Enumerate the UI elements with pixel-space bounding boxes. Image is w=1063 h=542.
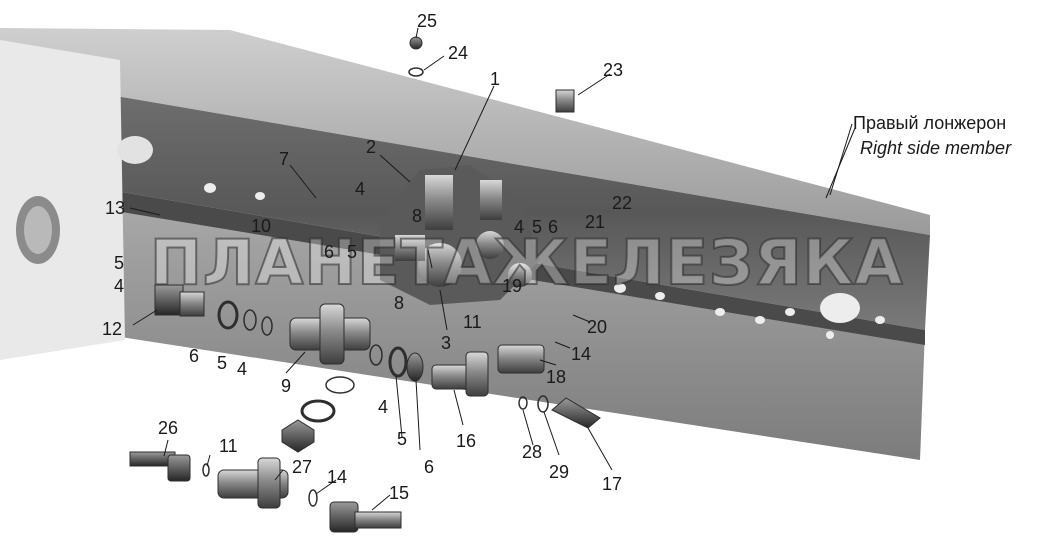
caption-leader (829, 123, 853, 196)
callout-28: 28 (522, 442, 543, 462)
callout-15: 15 (389, 483, 410, 503)
callout-9: 9 (281, 376, 292, 396)
callout-5e: 5 (347, 242, 358, 262)
callout-22: 22 (612, 193, 633, 213)
callout-18: 18 (546, 367, 567, 387)
callout-11a: 11 (463, 312, 482, 332)
valve-assembly (380, 165, 540, 305)
callout-11b: 11 (219, 436, 238, 456)
callout-14b: 14 (327, 467, 348, 487)
callout-26: 26 (158, 418, 179, 438)
callout-2: 2 (366, 137, 377, 157)
callout-3: 3 (441, 333, 452, 353)
callout-1: 1 (490, 69, 501, 89)
callout-7: 7 (279, 149, 290, 169)
callout-8b: 8 (412, 206, 423, 226)
callout-5b: 5 (217, 353, 228, 373)
callout-4a: 4 (355, 179, 366, 199)
callout-4c: 4 (237, 359, 248, 379)
callout-27: 27 (292, 457, 313, 477)
callout-4e: 4 (514, 217, 525, 237)
callout-29: 29 (549, 462, 570, 482)
callout-6a: 6 (189, 346, 200, 366)
callout-5a: 5 (114, 253, 125, 273)
callout-13: 13 (105, 198, 126, 218)
callout-21: 21 (585, 212, 606, 232)
callout-6b: 6 (424, 457, 435, 477)
callout-6d: 6 (548, 217, 559, 237)
callout-5d: 5 (532, 217, 543, 237)
callout-4d: 4 (378, 397, 389, 417)
callout-10: 10 (251, 216, 272, 236)
callout-19: 19 (502, 276, 523, 296)
callout-23: 23 (603, 60, 624, 80)
callout-25: 25 (417, 11, 438, 31)
callout-20: 20 (587, 317, 608, 337)
callout-6c: 6 (324, 242, 335, 262)
callout-12: 12 (102, 319, 123, 339)
callout-5c: 5 (397, 429, 408, 449)
loose-parts (129, 36, 601, 533)
callout-8a: 8 (394, 293, 405, 313)
callout-17: 17 (602, 474, 623, 494)
leader-lines (129, 27, 856, 511)
caption-english: Right side member (860, 138, 1012, 158)
callout-24: 24 (448, 43, 469, 63)
watermark-text: ПЛАНЕТАЖЕЛЕЗЯКА (149, 225, 904, 300)
callout-16: 16 (456, 431, 477, 451)
callout-14a: 14 (571, 344, 592, 364)
callout-4b: 4 (114, 276, 125, 296)
caption-russian: Правый лонжерон (853, 113, 1007, 133)
